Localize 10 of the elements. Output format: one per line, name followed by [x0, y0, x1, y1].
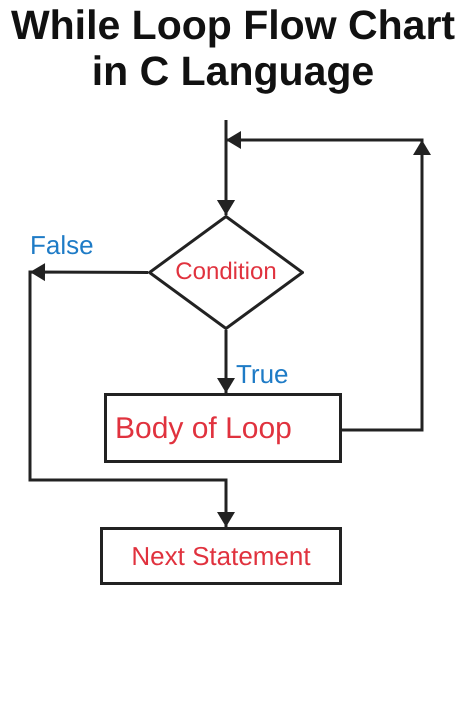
process-box	[100, 527, 342, 585]
node-text: Next Statement	[130, 542, 312, 570]
flow-arrow	[217, 131, 431, 432]
node-text: Body of Loop	[115, 412, 293, 444]
flow-arrow	[28, 263, 235, 527]
node-text: Condition	[174, 259, 278, 286]
process-box	[104, 393, 342, 463]
title: While Loop Flow Chart in C Language	[10, 1, 456, 94]
decision-diamond	[148, 215, 304, 330]
flow-arrow	[217, 330, 235, 393]
